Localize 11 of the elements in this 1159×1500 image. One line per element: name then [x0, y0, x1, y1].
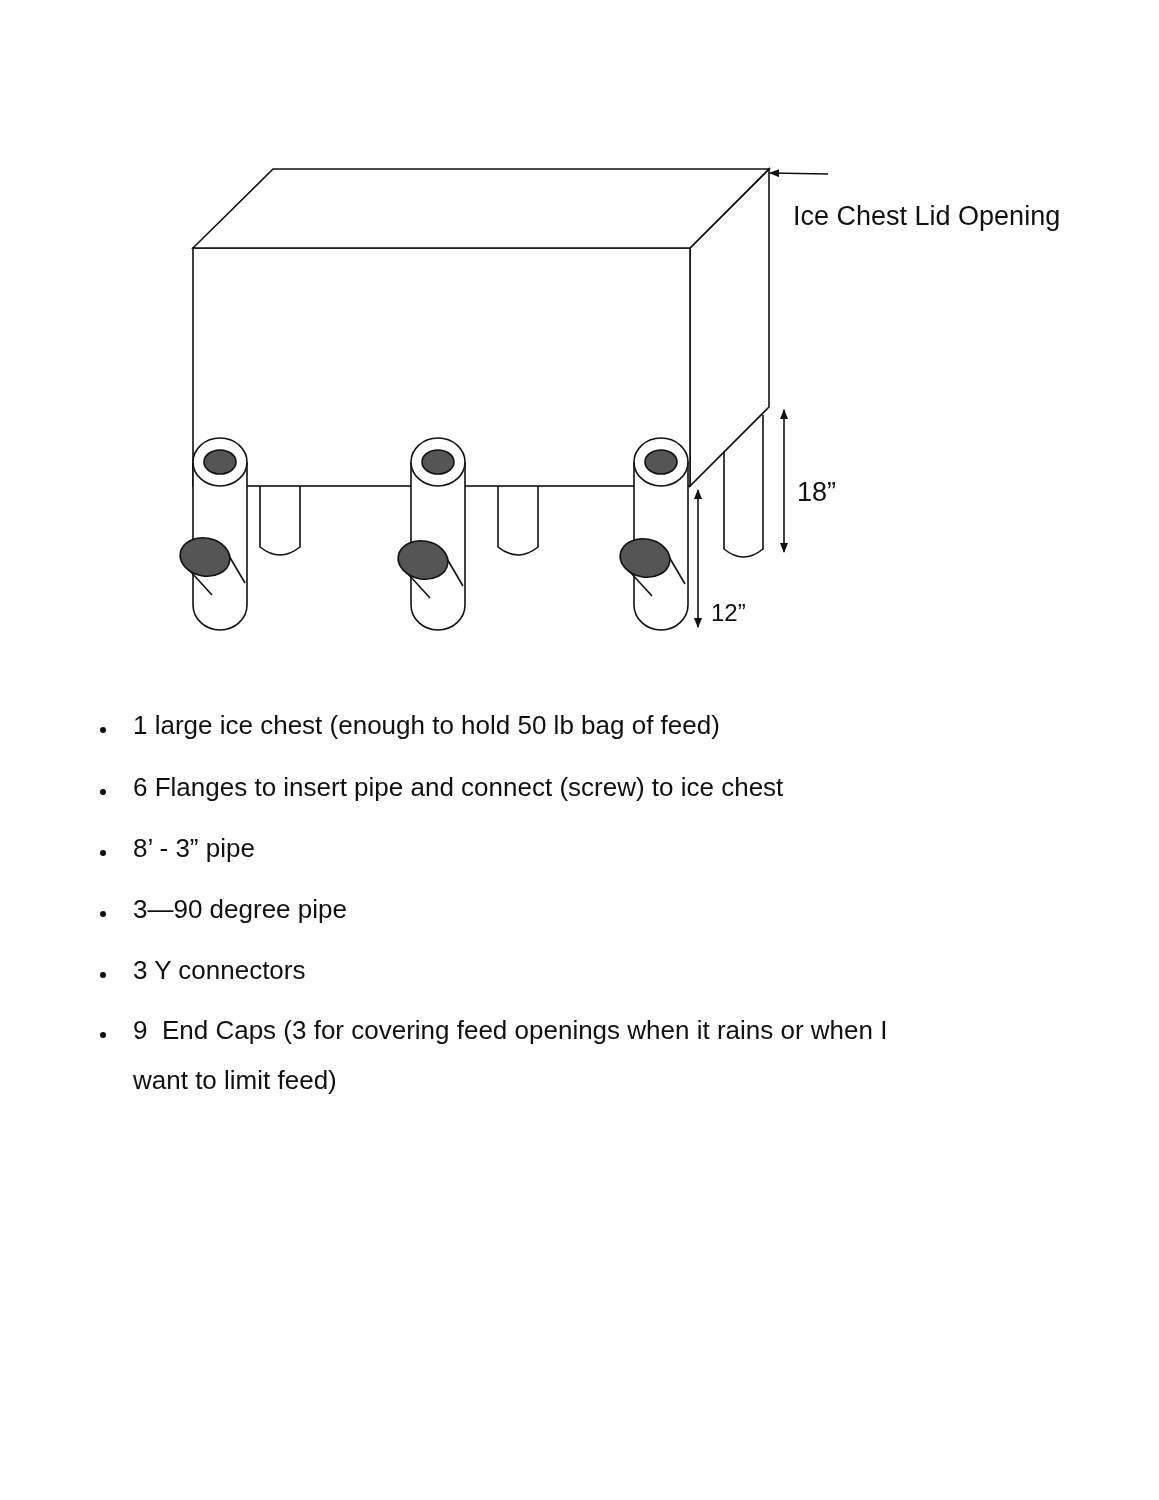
list-item-text: 8’ - 3” pipe [133, 832, 256, 865]
list-item-text: 6 Flanges to insert pipe and connect (screw) to ice chest [133, 771, 785, 804]
arrow [769, 169, 829, 178]
chest-lid [191, 168, 771, 249]
list-item-text: 9 End Caps (3 for covering feed openings when it rains or when I want to limit feed) [133, 1014, 889, 1097]
list-item-text: 1 large ice chest (enough to hold 50 lb bag of feed) [133, 709, 721, 742]
list-item-text: 3 Y connectors [133, 954, 307, 987]
dimension-label: 18” [797, 476, 837, 509]
dimension-label: 12” [711, 598, 746, 628]
list-item-text: 3—90 degree pipe [133, 893, 348, 926]
callout-label: Ice Chest Lid Opening [793, 174, 1061, 238]
